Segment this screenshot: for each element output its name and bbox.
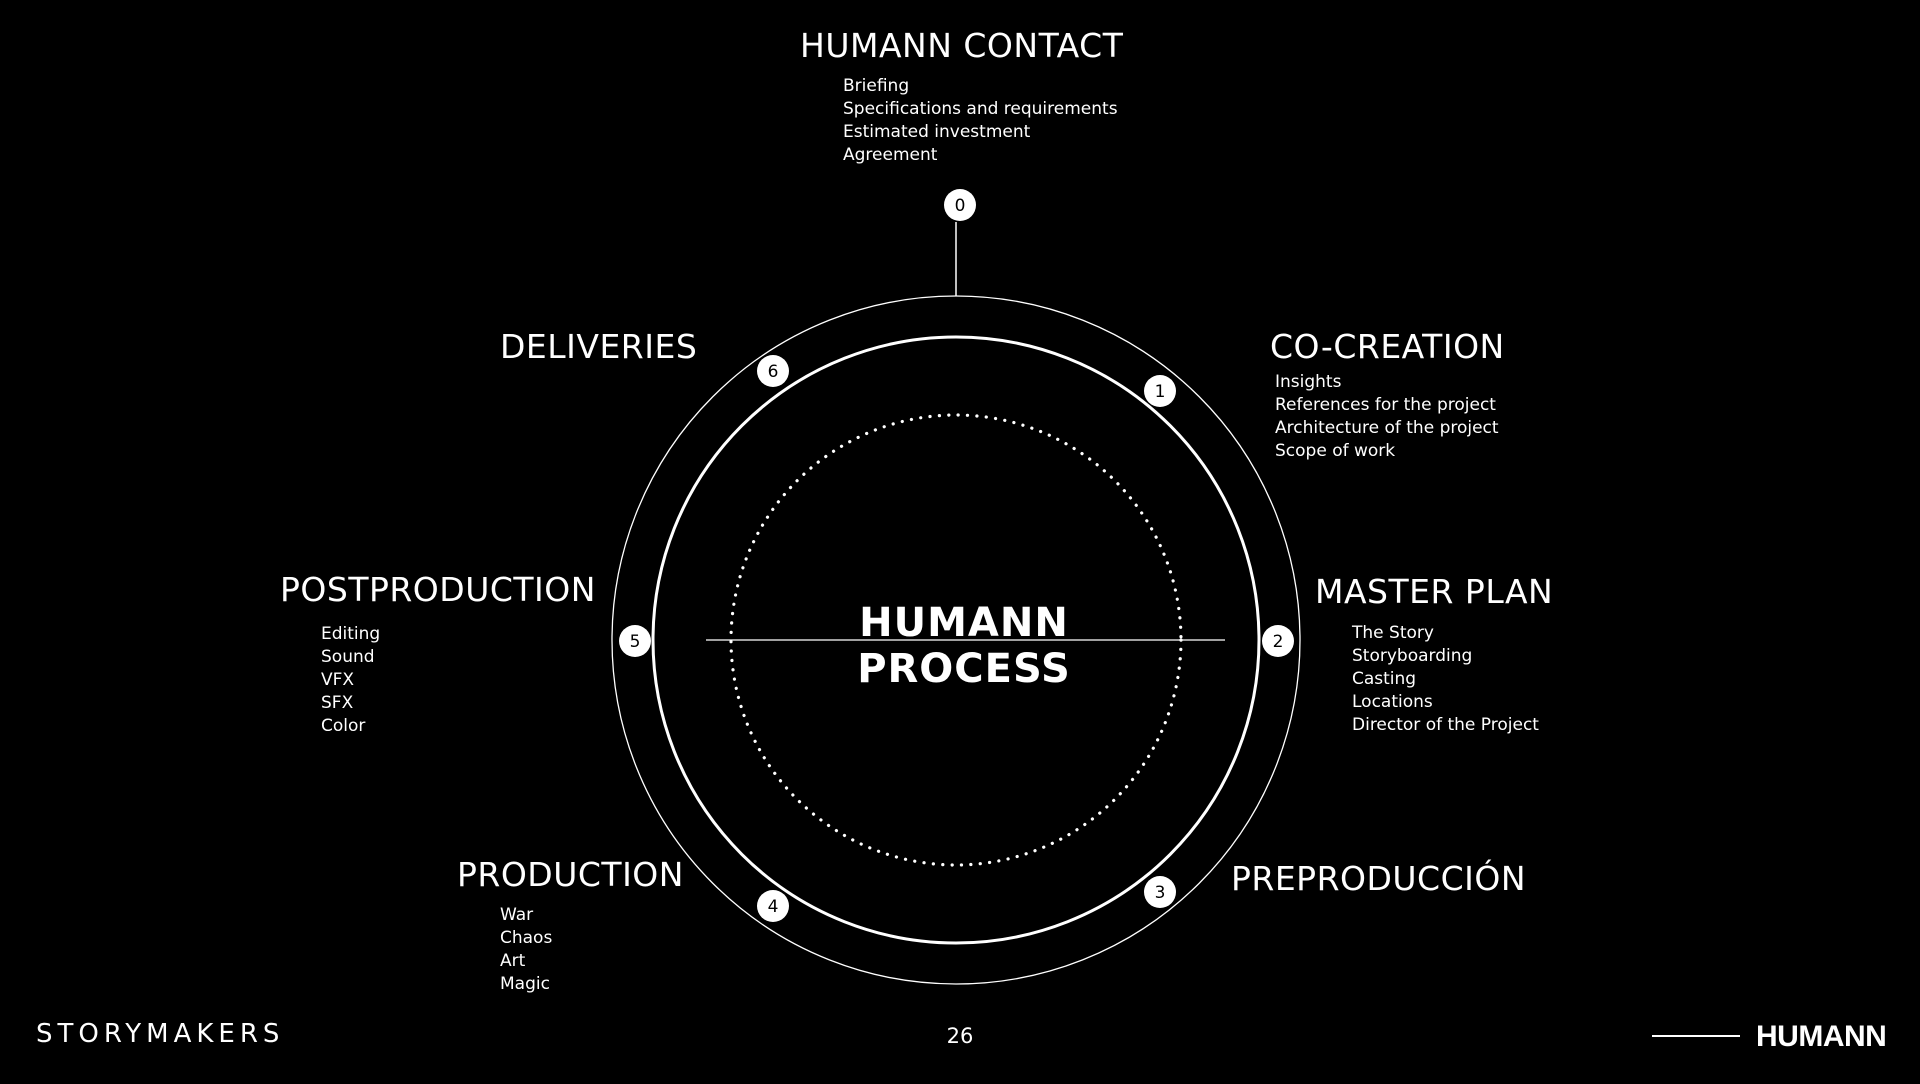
- stage-2-items: The Story Storyboarding Casting Location…: [1352, 622, 1539, 737]
- stage-0-item: Estimated investment: [843, 122, 1031, 142]
- stage-4-title: PRODUCTION: [457, 855, 684, 894]
- step-node-5: 5: [619, 625, 651, 657]
- stage-5-item: VFX: [321, 670, 355, 690]
- svg-text:5: 5: [630, 632, 641, 652]
- stage-0-items: Briefing Specifications and requirements…: [843, 75, 1118, 167]
- stage-4-item: Magic: [500, 974, 550, 994]
- svg-text:4: 4: [768, 897, 779, 917]
- stage-5-item: SFX: [321, 693, 354, 713]
- stage-5-item: Editing: [321, 624, 381, 644]
- stage-2-item: Locations: [1352, 692, 1433, 712]
- stage-1-items: Insights References for the project Arch…: [1275, 371, 1499, 463]
- stage-4-item: War: [500, 905, 534, 925]
- stage-2-item: Director of the Project: [1352, 715, 1539, 735]
- logo-rule: [1652, 1035, 1740, 1037]
- humann-logo: HUMANN: [1756, 1020, 1887, 1053]
- step-node-0: 0: [944, 189, 976, 221]
- stage-1-item: Insights: [1275, 372, 1342, 392]
- svg-text:0: 0: [955, 196, 966, 216]
- center-title-line-2: PROCESS: [857, 646, 1071, 692]
- svg-text:2: 2: [1273, 632, 1284, 652]
- step-node-1: 1: [1144, 375, 1176, 407]
- stage-5-items: Editing Sound VFX SFX Color: [321, 623, 380, 738]
- stage-2-title: MASTER PLAN: [1315, 572, 1554, 611]
- stage-0-title: HUMANN CONTACT: [800, 26, 1124, 65]
- step-node-3: 3: [1144, 876, 1176, 908]
- stage-1-item: Architecture of the project: [1275, 418, 1499, 438]
- stage-0-item: Agreement: [843, 145, 938, 165]
- stage-4-item: Art: [500, 951, 526, 971]
- stage-4-items: War Chaos Art Magic: [500, 904, 552, 996]
- stage-5-item: Sound: [321, 647, 375, 667]
- stage-2-item: Casting: [1352, 669, 1417, 689]
- stage-5-title: POSTPRODUCTION: [280, 570, 596, 609]
- main-ring: [651, 335, 1261, 945]
- step-node-6: 6: [757, 355, 789, 387]
- stage-5-item: Color: [321, 716, 366, 736]
- page-number: 26: [946, 1024, 974, 1048]
- stage-1-item: Scope of work: [1275, 441, 1396, 461]
- stage-6-title: DELIVERIES: [500, 327, 698, 366]
- step-node-2: 2: [1262, 625, 1294, 657]
- stage-2-item: Storyboarding: [1352, 646, 1473, 666]
- stage-0-item: Specifications and requirements: [843, 99, 1118, 119]
- stage-2-item: The Story: [1352, 623, 1434, 643]
- stage-1-item: References for the project: [1275, 395, 1496, 415]
- stage-4-item: Chaos: [500, 928, 553, 948]
- footer-brand-storymakers: STORYMAKERS: [36, 1019, 285, 1049]
- step-node-4: 4: [757, 890, 789, 922]
- svg-text:3: 3: [1155, 883, 1166, 903]
- stage-1-title: CO-CREATION: [1270, 327, 1505, 366]
- svg-text:1: 1: [1155, 382, 1166, 402]
- center-title-line-1: HUMANN: [859, 600, 1069, 646]
- stage-0-item: Briefing: [843, 76, 910, 96]
- svg-text:6: 6: [768, 362, 779, 382]
- stage-3-title: PREPRODUCCIÓN: [1231, 859, 1527, 898]
